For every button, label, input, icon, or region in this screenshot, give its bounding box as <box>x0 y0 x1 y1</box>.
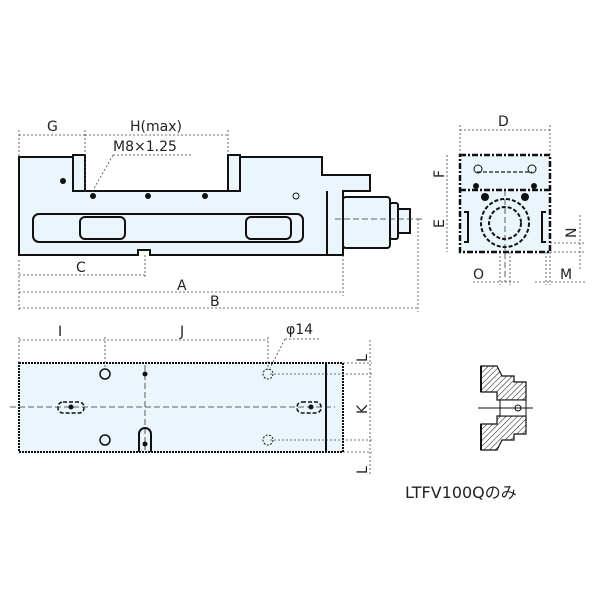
hole-dia-label: φ14 <box>286 322 313 338</box>
dim-J: J <box>179 324 184 340</box>
dim-O: O <box>473 267 484 283</box>
thread-label: M8×1.25 <box>113 139 177 155</box>
dim-C: C <box>76 260 86 276</box>
dim-G: G <box>47 119 58 135</box>
dim-M: M <box>560 267 572 283</box>
dim-E: E <box>432 219 448 228</box>
dim-A: A <box>177 278 187 294</box>
bottom-view: I J φ14 L K L <box>10 322 372 475</box>
dim-H: H(max) <box>130 119 182 135</box>
dim-D: D <box>498 114 509 130</box>
section-detail <box>478 365 533 451</box>
end-view: D F E N O M <box>432 114 585 285</box>
dim-F: F <box>432 170 448 178</box>
dim-B: B <box>210 294 220 310</box>
tapped-holes <box>60 178 300 200</box>
dim-I: I <box>58 324 62 340</box>
model-note: LTFV100Qのみ <box>405 483 517 502</box>
side-view: G H(max) M8×1.25 C A B <box>18 119 425 312</box>
dim-N: N <box>564 228 580 238</box>
dim-K: K <box>355 404 371 414</box>
dim-L-bottom: L <box>355 466 371 474</box>
dim-L-top: L <box>355 354 371 362</box>
